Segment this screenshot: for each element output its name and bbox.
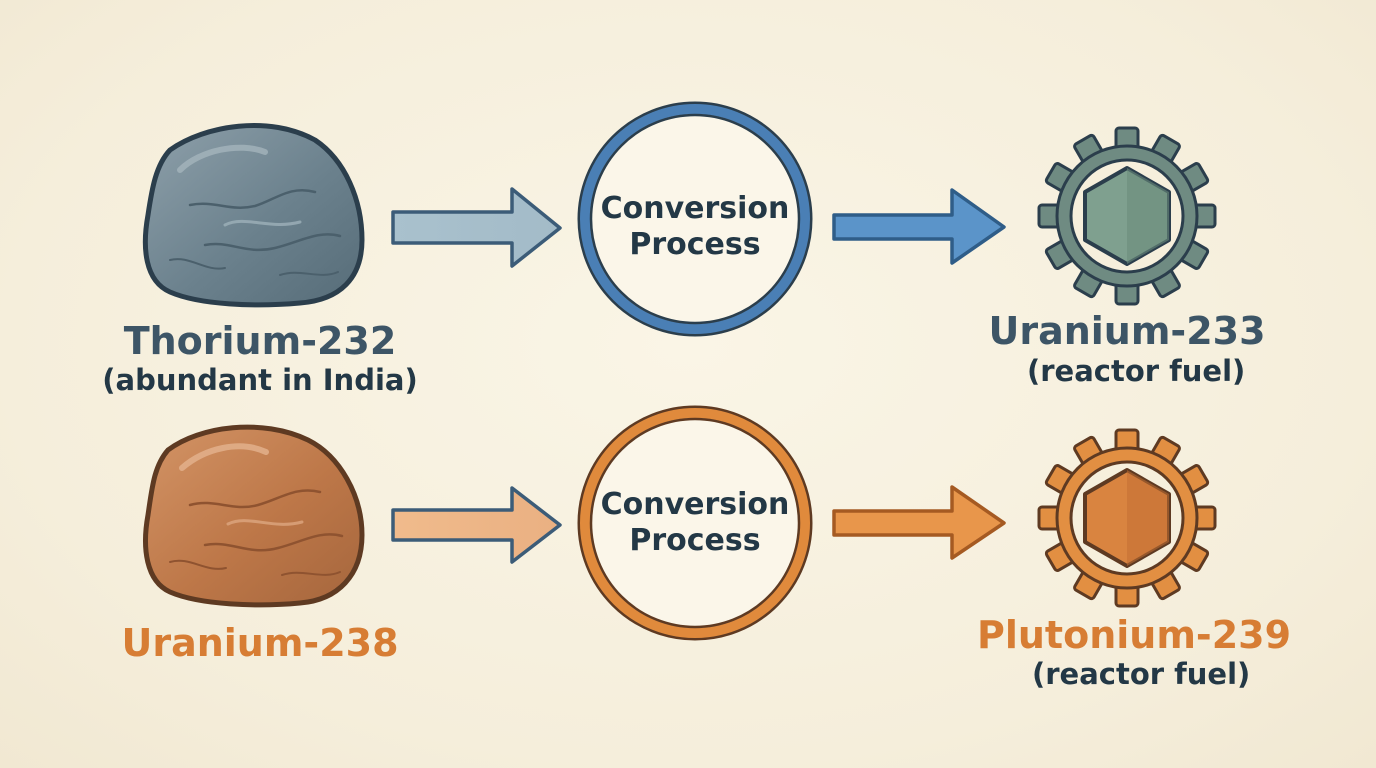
product-note-row1: (reactor fuel)	[1027, 354, 1246, 388]
process-line1-row1: Conversion	[600, 191, 790, 226]
process-circle-row2	[577, 405, 813, 641]
output-arrow-row2	[832, 485, 1006, 560]
green-hexagon-gear-icon	[1037, 126, 1217, 306]
process-line2-row1: Process	[629, 227, 761, 262]
output-arrow-row1	[832, 188, 1006, 265]
source-name-row2: Uranium-238	[121, 621, 399, 665]
process-line1-row2: Conversion	[600, 487, 790, 522]
input-arrow-row1	[391, 187, 562, 268]
process-line2-row2: Process	[629, 523, 761, 558]
process-circle-row1	[577, 101, 813, 337]
brown-rock-icon	[143, 424, 365, 608]
process-label-row1: Conversion Process	[595, 191, 795, 263]
product-name-row1: Uranium-233	[988, 309, 1266, 353]
product-name-row2: Plutonium-239	[977, 613, 1292, 657]
process-label-row2: Conversion Process	[595, 487, 795, 559]
gray-rock-icon	[142, 123, 365, 308]
orange-hexagon-gear-icon	[1037, 428, 1217, 608]
source-name-row1: Thorium-232	[123, 319, 397, 363]
product-note-row2: (reactor fuel)	[1032, 657, 1251, 691]
source-note-row1: (abundant in India)	[102, 363, 418, 397]
input-arrow-row2	[391, 486, 562, 564]
